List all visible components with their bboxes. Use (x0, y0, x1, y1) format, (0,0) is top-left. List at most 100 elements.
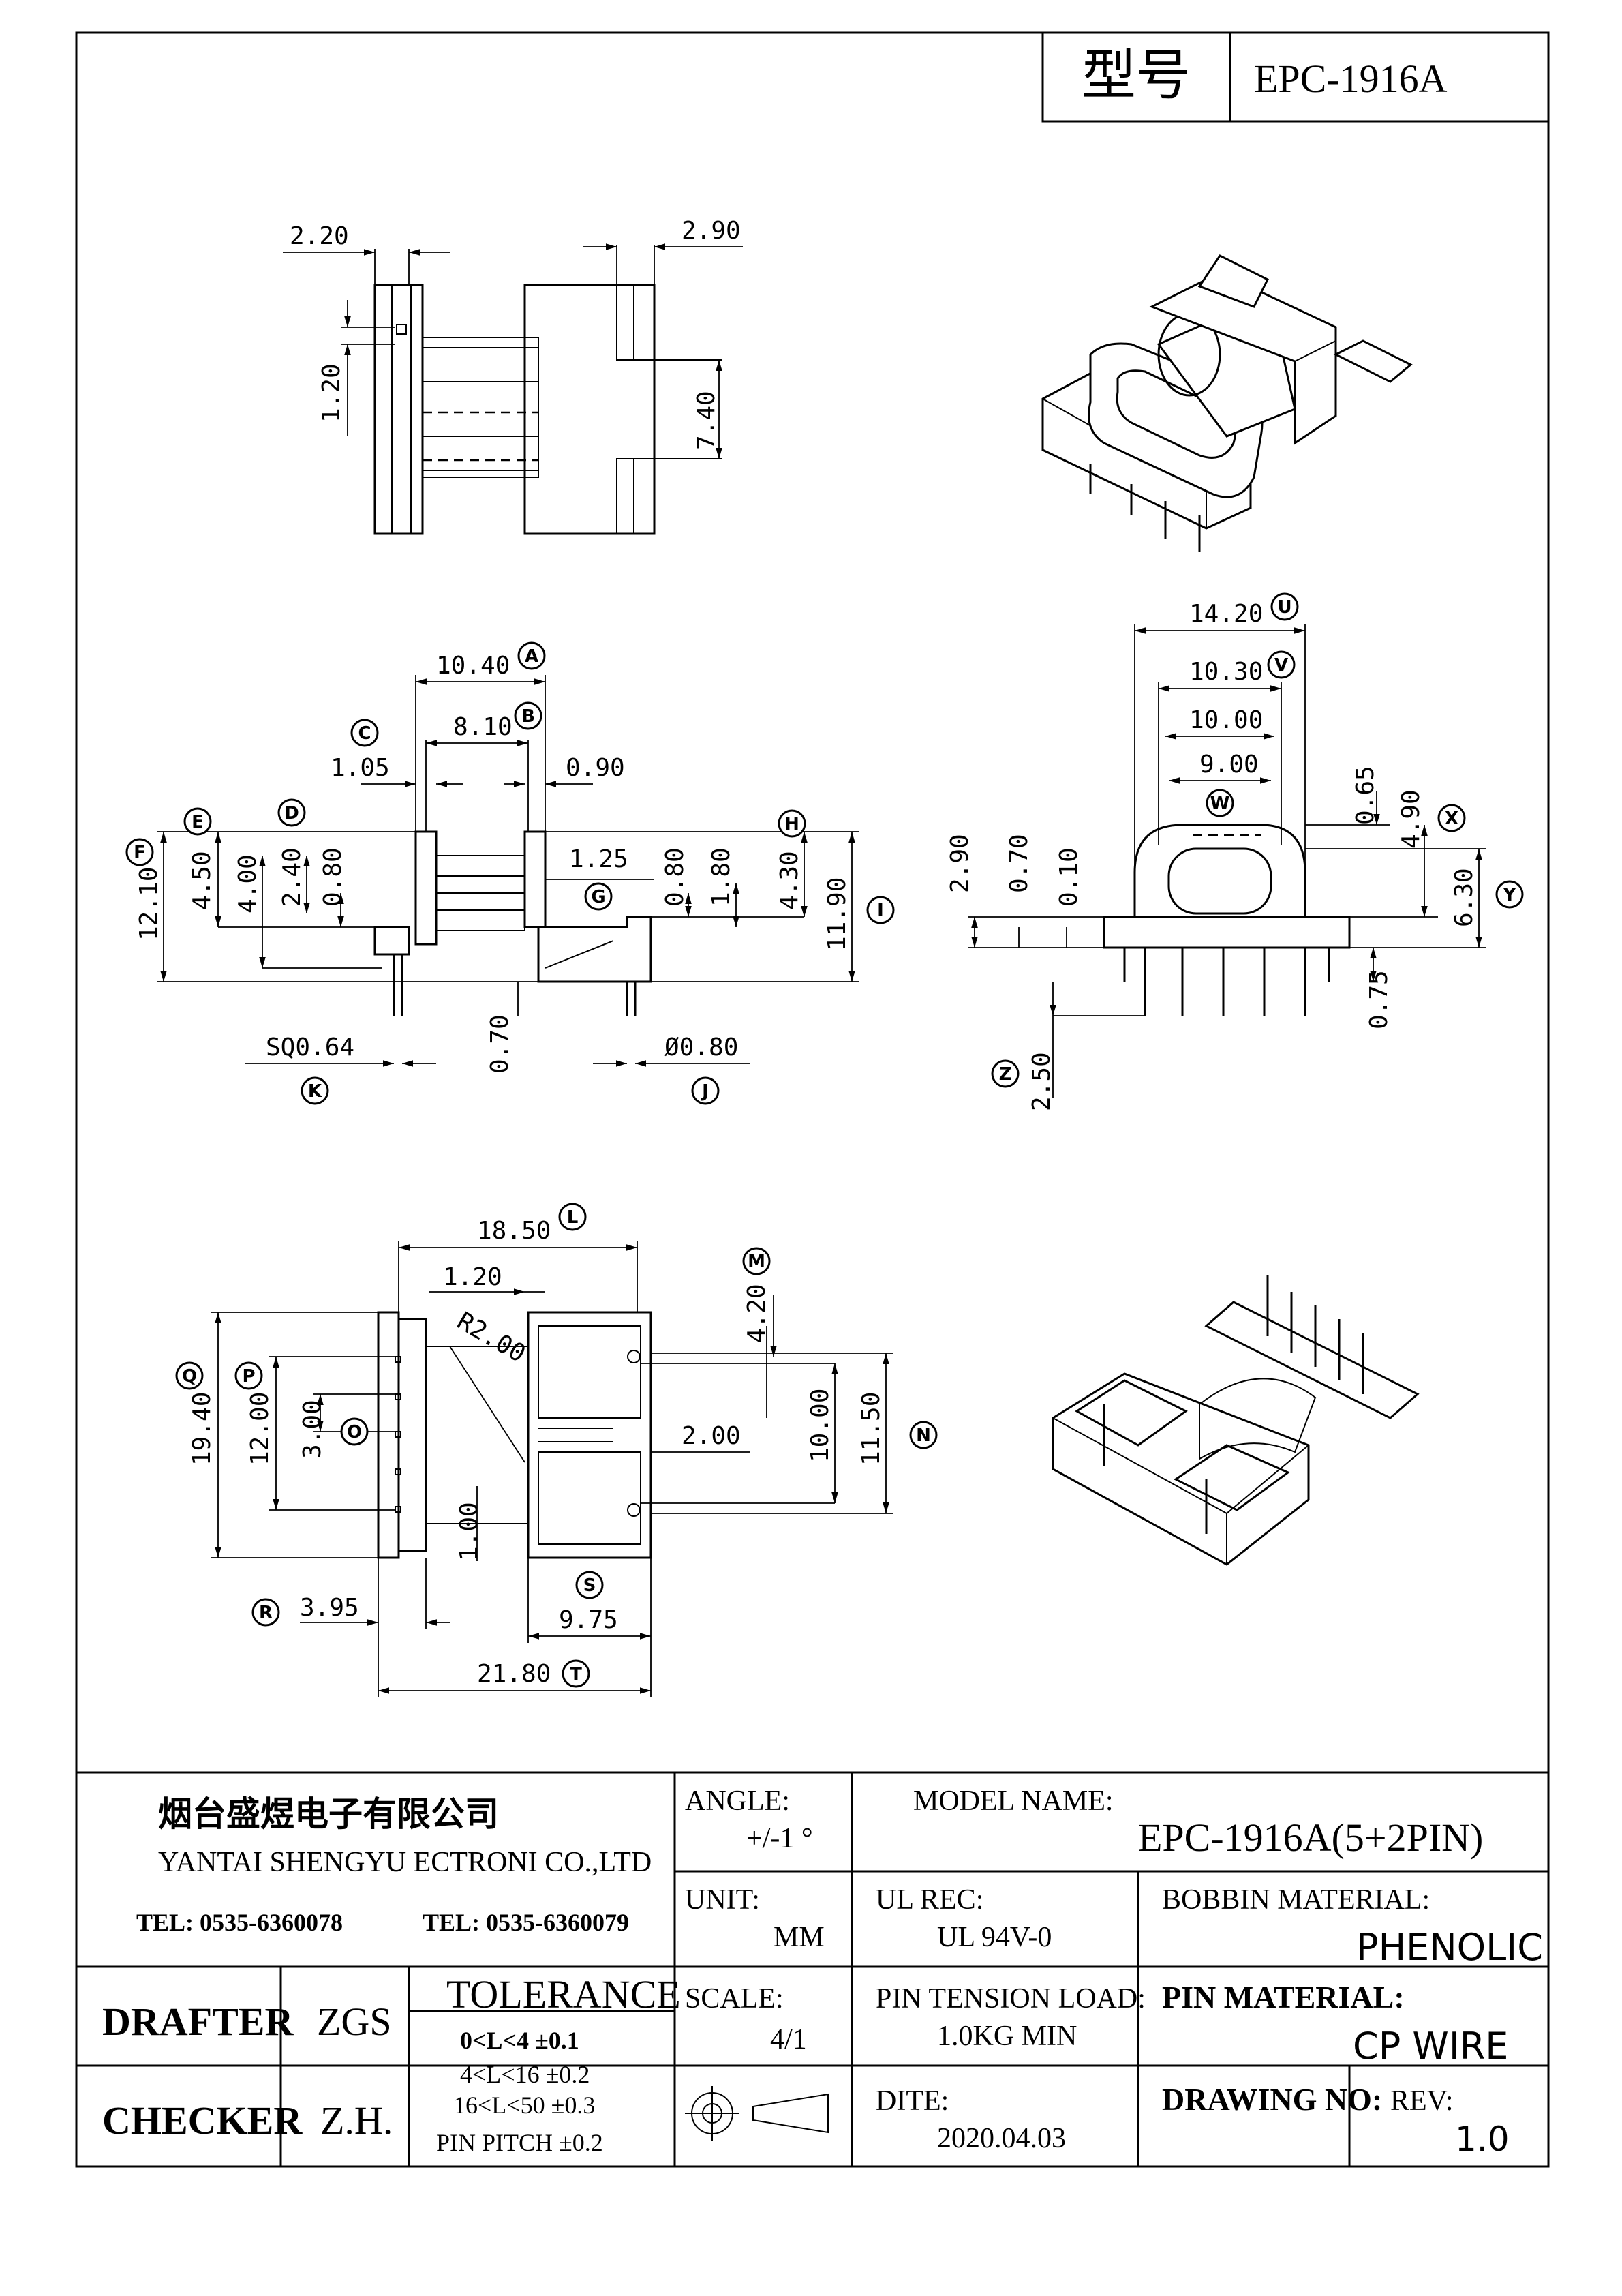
dim-0-75: 0.75 (1365, 970, 1393, 1029)
dim-2-50: 2.50 (1028, 1052, 1056, 1111)
dim-0-90: 0.90 (566, 754, 625, 782)
rev-label: REV: (1390, 2085, 1454, 2117)
callout-tag-w: W (1206, 789, 1234, 817)
dim-1-20-bottom: 1.20 (443, 1263, 502, 1291)
callout-tag-a: A (517, 641, 546, 670)
svg-text:A: A (525, 646, 538, 667)
dim-2-90: 2.90 (682, 217, 741, 245)
dim-4-30: 4.30 (776, 851, 804, 910)
dim-11-90: 11.90 (823, 877, 851, 951)
svg-text:Z: Z (999, 1064, 1012, 1085)
dim-7-40: 7.40 (692, 391, 720, 450)
title-block: 烟台盛煜电子有限公司 YANTAI SHENGYU ECTRONI CO.,LT… (76, 1771, 1548, 2166)
callout-tag-k: K (301, 1076, 329, 1105)
tel-1: TEL: 0535-6360078 (136, 1909, 343, 1936)
dim-9-75: 9.75 (559, 1606, 618, 1634)
dim-2-90: 2.90 (946, 834, 974, 893)
svg-text:O: O (347, 1422, 362, 1442)
iso-view-top (1041, 254, 1413, 552)
drafter-label: DRAFTER (102, 1999, 294, 2044)
callout-tag-s: S (575, 1571, 604, 1599)
unit-value: MM (774, 1922, 825, 1953)
company-name-en: YANTAI SHENGYU ECTRONI CO.,LTD (158, 1847, 652, 1878)
dim-1-20: 1.20 (318, 363, 346, 423)
date-value: 2020.04.03 (937, 2123, 1066, 2154)
svg-text:Q: Q (182, 1366, 197, 1387)
company-name-cn: 烟台盛煜电子有限公司 (158, 1794, 499, 1834)
dim-0-80a: 0.80 (319, 847, 347, 907)
dim-10-00-bottom: 10.00 (806, 1389, 834, 1462)
model-name-value: EPC-1916A(5+2PIN) (1138, 1815, 1483, 1860)
dim-3-00: 3.00 (299, 1400, 326, 1459)
dim-1-00: 1.00 (455, 1502, 483, 1561)
svg-text:E: E (192, 812, 204, 832)
callout-tag-o: O (340, 1417, 369, 1446)
pin-tension-label: PIN TENSION LOAD: (876, 1983, 1146, 2014)
svg-text:G: G (591, 887, 605, 907)
model-label: 型号 (1082, 44, 1191, 107)
dim-10-30: 10.30 (1189, 658, 1263, 686)
dim-11-50: 11.50 (857, 1392, 885, 1466)
iso-view-bottom (1052, 1275, 1420, 1566)
callout-tag-l: L (558, 1203, 587, 1231)
callout-tag-b: B (514, 701, 542, 730)
front-view: 14.20 10.30 10.00 9.00 0.65 4.90 6.30 0.… (946, 600, 1486, 1111)
dim-6-30: 6.30 (1450, 868, 1478, 927)
svg-text:Y: Y (1503, 885, 1517, 905)
dim-2-00: 2.00 (682, 1422, 741, 1450)
dim-21-80: 21.80 (477, 1660, 551, 1688)
scale-label: SCALE: (685, 1983, 784, 2014)
callout-tag-m: M (742, 1247, 771, 1275)
svg-text:K: K (308, 1081, 322, 1102)
dim-2-40: 2.40 (278, 847, 306, 907)
dim-0-10: 0.10 (1055, 847, 1083, 907)
tol-row-2: 4<L<16 ±0.2 (460, 2061, 590, 2088)
svg-text:W: W (1210, 794, 1230, 814)
callout-tag-t: T (562, 1659, 590, 1688)
bobbin-label: BOBBIN MATERIAL: (1162, 1884, 1430, 1916)
bottom-view: 18.50 1.20 R2.00 4.20 10.00 11.50 2.00 1… (188, 1217, 893, 1697)
tol-row-4: PIN PITCH ±0.2 (436, 2129, 603, 2156)
ul-value: UL 94V-0 (937, 1922, 1052, 1953)
model-name-label: MODEL NAME: (913, 1785, 1114, 1817)
callout-tag-c: C (350, 719, 379, 747)
svg-text:T: T (570, 1664, 582, 1685)
dim-19-40: 19.40 (188, 1392, 216, 1466)
side-view: 10.40 8.10 1.05 0.90 12.10 4.50 4.00 2.4… (135, 652, 859, 1074)
dim-1-25: 1.25 (569, 845, 628, 873)
rev-value: 1.0 (1455, 2119, 1510, 2159)
svg-text:D: D (284, 803, 299, 824)
pin-material-label: PIN MATERIAL: (1162, 1980, 1405, 2014)
dim-4-90: 4.90 (1397, 789, 1425, 849)
svg-text:I: I (877, 901, 884, 921)
callout-tag-h: H (778, 809, 806, 838)
svg-text:C: C (358, 723, 371, 744)
callout-tag-f: F (125, 838, 154, 866)
dim-4-20: 4.20 (743, 1284, 771, 1343)
dim-9-00: 9.00 (1199, 751, 1259, 779)
callout-tag-q: Q (175, 1361, 204, 1390)
tel-2: TEL: 0535-6360079 (423, 1909, 629, 1936)
projection-symbol-icon (685, 2086, 829, 2141)
callout-tag-i: I (866, 896, 895, 924)
callout-tag-r: R (251, 1598, 280, 1627)
dim-12-10: 12.10 (135, 867, 163, 941)
svg-text:B: B (521, 706, 535, 727)
model-header: 型号 EPC-1916A (1041, 31, 1550, 123)
pin-tension-value: 1.0KG MIN (937, 2021, 1077, 2052)
dim-dia-0-80: Ø0.80 (664, 1033, 738, 1061)
callout-tag-p: P (234, 1361, 263, 1390)
svg-text:L: L (567, 1207, 579, 1228)
angle-label: ANGLE: (685, 1785, 790, 1817)
scale-value: 4/1 (770, 2024, 807, 2055)
callout-tag-y: Y (1495, 880, 1524, 909)
bobbin-value: PHENOLIC (1356, 1926, 1543, 1969)
svg-text:V: V (1274, 655, 1288, 676)
dim-0-70: 0.70 (486, 1014, 514, 1074)
dim-0-65: 0.65 (1351, 766, 1379, 825)
svg-text:R: R (259, 1603, 273, 1623)
checker-value: Z.H. (320, 2098, 393, 2143)
tolerance-label: TOLERANCE (446, 1972, 681, 2016)
callout-tag-j: J (691, 1076, 720, 1105)
